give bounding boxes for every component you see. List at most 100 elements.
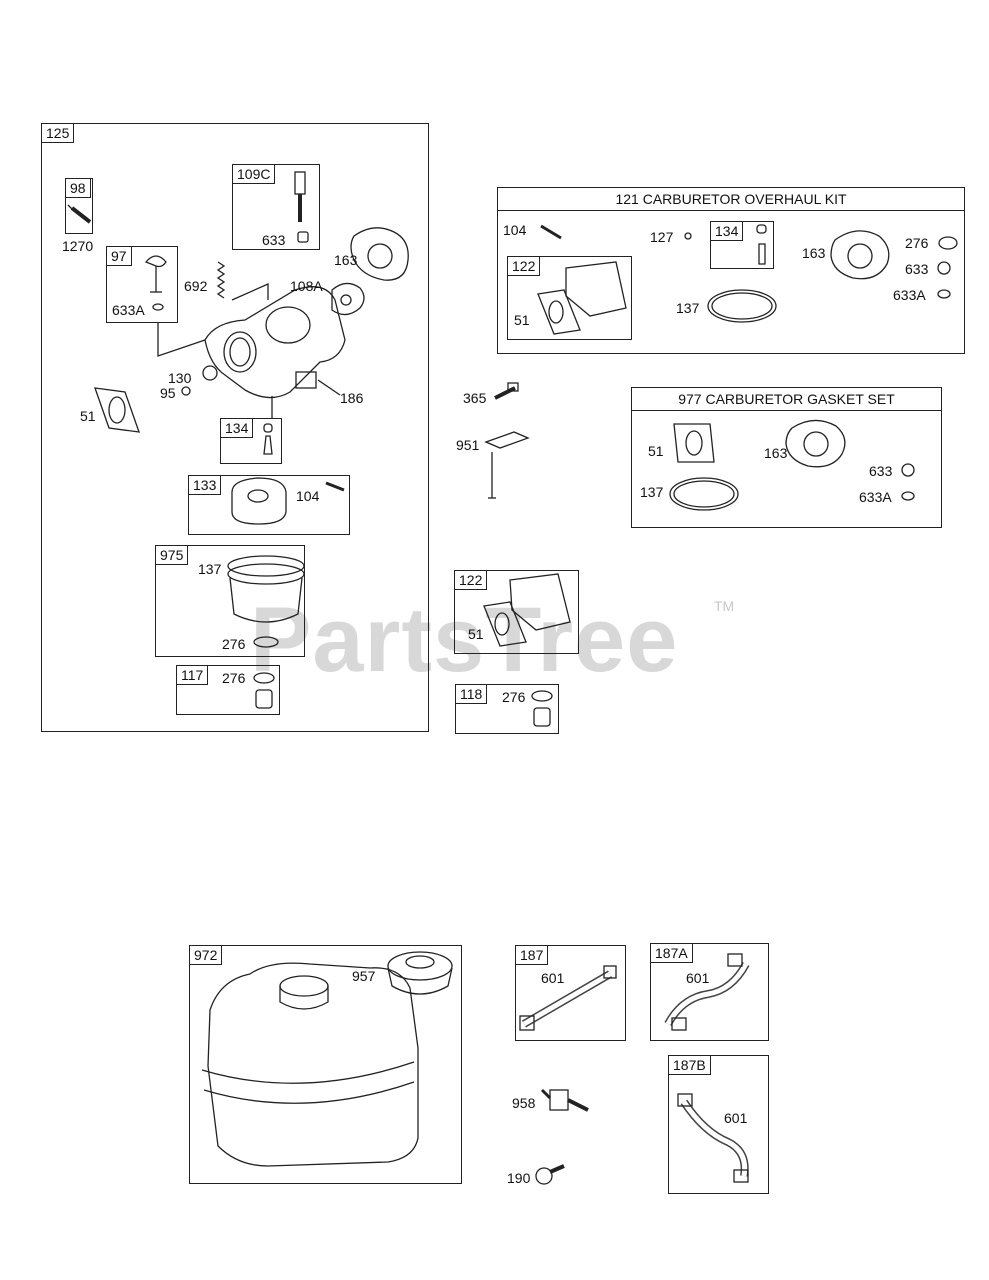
kit-box-121: 121 CARBURETOR OVERHAUL KIT — [497, 187, 965, 354]
part-label[interactable]: 51 — [514, 312, 530, 328]
part-label[interactable]: 692 — [184, 278, 208, 294]
sub-box-117: 117 — [176, 665, 280, 715]
leader-692 — [231, 282, 269, 301]
drain-118-drawing — [531, 690, 553, 727]
sub-box-97: 97 — [106, 246, 178, 323]
part-label[interactable]: 51 — [468, 626, 484, 642]
part-label[interactable]: 601 — [686, 970, 710, 986]
callout-tag[interactable]: 187 — [515, 945, 549, 965]
box-118: 118 — [455, 684, 559, 734]
set-633-drawing — [901, 463, 915, 477]
part-label[interactable]: 633A — [859, 489, 892, 505]
callout-tag[interactable]: 122 — [507, 256, 541, 276]
kit-633-drawing — [937, 261, 951, 275]
drain-117-drawing — [253, 672, 275, 709]
choke-shaft-drawing — [294, 171, 309, 243]
part-label[interactable]: 957 — [352, 968, 376, 984]
part-label[interactable]: 137 — [198, 561, 222, 577]
gasket-51-drawing — [94, 387, 140, 433]
part-label[interactable]: 276 — [222, 636, 246, 652]
needle-134-drawing — [263, 423, 273, 455]
kit-pin-104-drawing — [540, 224, 562, 240]
fuel-cap-drawing — [387, 951, 453, 995]
callout-tag[interactable]: 134 — [710, 221, 744, 241]
kit-insulator-122-drawing — [537, 261, 627, 335]
fitting-365-drawing — [494, 382, 519, 400]
part-label[interactable]: 51 — [80, 408, 96, 424]
part-label[interactable]: 633A — [112, 302, 145, 318]
part-130-drawing — [202, 365, 218, 381]
part-label[interactable]: 1270 — [62, 238, 94, 254]
box-187A: 187A — [650, 943, 769, 1041]
callout-tag[interactable]: 187A — [650, 943, 693, 963]
part-label[interactable]: 163 — [334, 252, 358, 268]
part-label[interactable]: 51 — [648, 443, 664, 459]
fuel-line-187A-drawing — [664, 953, 750, 1031]
kit-needle-134-drawing — [756, 224, 767, 265]
carburetor-body-drawing — [204, 286, 346, 399]
kit-clip-127-drawing — [684, 232, 692, 240]
callout-tag[interactable]: 122 — [454, 570, 488, 590]
part-label[interactable]: 601 — [724, 1110, 748, 1126]
insulator-108A-drawing — [331, 282, 365, 316]
adjust-screw-drawing — [67, 204, 92, 224]
callout-tag[interactable]: 98 — [65, 178, 91, 198]
float-133-drawing — [231, 477, 345, 525]
part-95-drawing — [181, 386, 191, 396]
kit-ring-137-drawing — [707, 289, 777, 323]
sub-box-134: 134 — [220, 418, 282, 464]
callout-tag[interactable]: 125 — [41, 123, 75, 143]
callout-tag[interactable]: 134 — [220, 418, 254, 438]
callout-tag[interactable]: 118 — [455, 684, 488, 704]
callout-tag[interactable]: 133 — [188, 475, 222, 495]
box-972: 972 — [189, 945, 462, 1184]
part-label[interactable]: 958 — [512, 1095, 536, 1111]
kit-276-drawing — [938, 236, 958, 250]
part-label[interactable]: 130 — [168, 370, 192, 386]
box-187: 187 — [515, 945, 626, 1041]
kit-gasket-163-drawing — [830, 230, 890, 280]
part-label[interactable]: 137 — [676, 300, 700, 316]
part-label[interactable]: 365 — [463, 390, 487, 406]
part-label[interactable]: 104 — [296, 488, 320, 504]
part-label[interactable]: 633 — [869, 463, 893, 479]
callout-tag[interactable]: 109C — [232, 164, 276, 184]
part-label[interactable]: 601 — [541, 970, 565, 986]
kit-sub-box-122: 122 — [507, 256, 632, 340]
part-label[interactable]: 186 — [340, 390, 364, 406]
part-label[interactable]: 137 — [640, 484, 664, 500]
part-label[interactable]: 108A — [290, 278, 323, 294]
part-label[interactable]: 633A — [893, 287, 926, 303]
kit-title[interactable]: 121 CARBURETOR OVERHAUL KIT — [498, 188, 964, 211]
callout-tag[interactable]: 975 — [155, 545, 189, 565]
fuel-line-187-drawing — [519, 965, 617, 1031]
part-label[interactable]: 633 — [262, 232, 286, 248]
kit-633A-drawing — [937, 289, 951, 299]
part-label[interactable]: 633 — [905, 261, 929, 277]
part-label[interactable]: 276 — [222, 670, 246, 686]
callout-tag[interactable]: 187B — [668, 1055, 711, 1075]
kit-title[interactable]: 977 CARBURETOR GASKET SET — [632, 388, 941, 411]
set-ring-137-drawing — [669, 477, 739, 511]
callout-tag[interactable]: 117 — [176, 665, 209, 685]
part-label[interactable]: 163 — [802, 245, 826, 261]
part-label[interactable]: 190 — [507, 1170, 531, 1186]
part-label[interactable]: 104 — [503, 222, 527, 238]
callout-tag[interactable]: 97 — [106, 246, 132, 266]
callout-tag[interactable]: 972 — [189, 945, 223, 965]
part-label[interactable]: 276 — [905, 235, 929, 251]
part-label[interactable]: 95 — [160, 385, 176, 401]
watermark: PartsTree — [250, 589, 679, 691]
part-label[interactable]: 163 — [764, 445, 788, 461]
primer-951-drawing — [484, 431, 530, 499]
part-label[interactable]: 127 — [650, 229, 674, 245]
sub-box-98: 98 — [65, 178, 93, 234]
part-label[interactable]: 951 — [456, 437, 480, 453]
sub-box-975: 975 — [155, 545, 305, 657]
spring-drawing — [216, 261, 226, 299]
bolt-190-drawing — [535, 1164, 565, 1185]
part-label[interactable]: 276 — [502, 689, 526, 705]
sub-box-109C: 109C — [232, 164, 320, 250]
